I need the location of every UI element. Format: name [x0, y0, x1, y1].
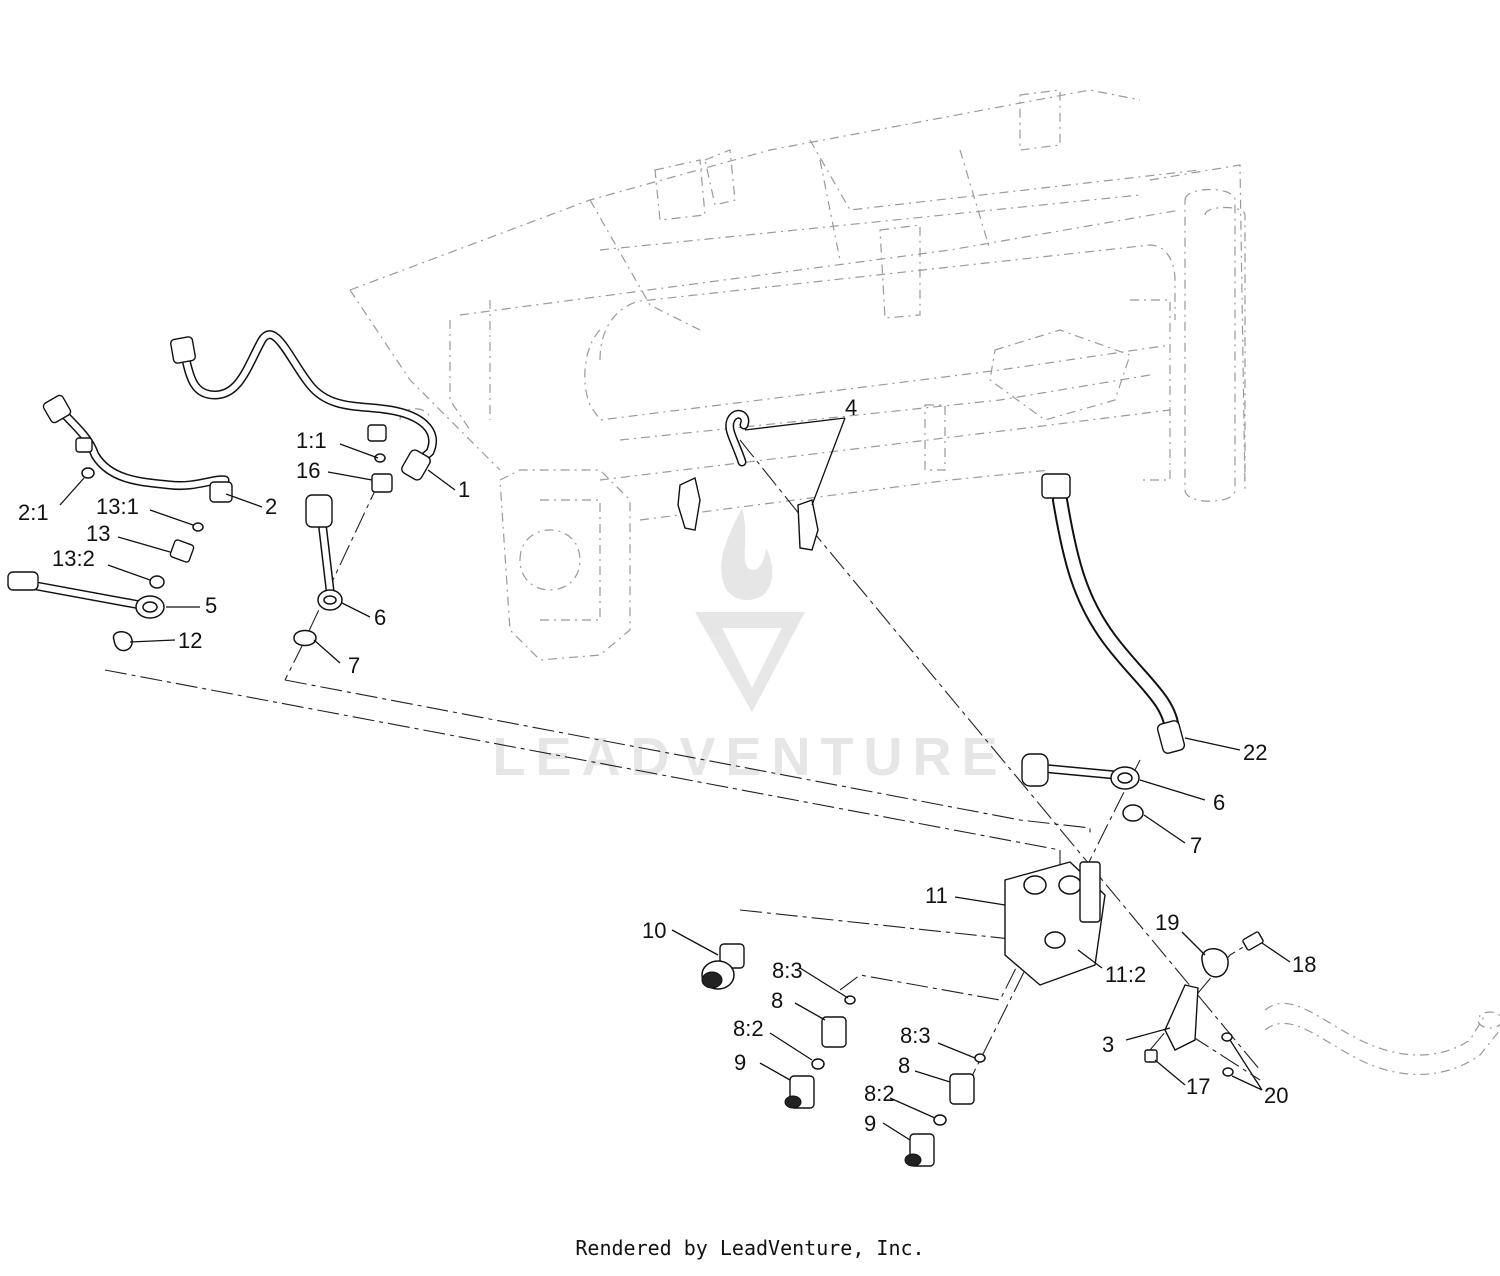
callout-1-1: 1:1	[296, 428, 327, 453]
callout-10: 10	[642, 918, 666, 943]
callout-11-2: 11:2	[1105, 962, 1146, 987]
callout-17: 17	[1186, 1074, 1210, 1099]
tractor-frame	[349, 89, 1246, 661]
callout-6-left: 6	[374, 605, 386, 630]
callout-8-2-right: 8:2	[864, 1081, 895, 1106]
clamps-4	[677, 409, 819, 551]
callout-4: 4	[845, 395, 857, 420]
callout-5: 5	[205, 593, 217, 618]
callout-11: 11	[925, 883, 948, 908]
watermark-text: LEADVENTURE	[492, 727, 1007, 787]
callout-6-right: 6	[1213, 790, 1225, 815]
fitting-10	[701, 943, 745, 990]
leadventure-logo-icon	[695, 508, 805, 712]
footer-credit: Rendered by LeadVenture, Inc.	[575, 1236, 925, 1260]
callout-8-3-left: 8:3	[772, 958, 803, 983]
tube-assembly-2	[42, 394, 233, 503]
callout-13-1: 13:1	[96, 494, 139, 519]
callout-8-3-right: 8:3	[900, 1023, 931, 1048]
callout-13-2: 13:2	[52, 546, 95, 571]
watermark: LEADVENTURE	[492, 508, 1007, 787]
callout-18: 18	[1292, 952, 1316, 977]
lower-right-tube	[1264, 1002, 1500, 1075]
callout-1: 1	[458, 477, 470, 502]
callout-2: 2	[265, 494, 277, 519]
callout-12: 12	[178, 628, 202, 653]
callout-7-left: 7	[348, 653, 360, 678]
callout-20: 20	[1264, 1083, 1288, 1108]
callout-8-2-left: 8:2	[733, 1016, 764, 1041]
hose-22	[1041, 473, 1186, 754]
callout-9-right: 9	[864, 1111, 876, 1136]
callout-9-left: 9	[734, 1050, 746, 1075]
small-parts-left	[7, 453, 393, 652]
manifold-plate-11	[1004, 861, 1106, 986]
small-parts-right	[1021, 753, 1144, 822]
callout-labels: 4 1:1 16 1 2:1 2 13:1 13 13:2 5 12 6 7 2…	[18, 395, 1316, 1136]
callout-13: 13	[86, 521, 110, 546]
callout-2-1: 2:1	[18, 500, 49, 525]
callout-19: 19	[1155, 910, 1179, 935]
bracket-3-group	[1144, 931, 1264, 1077]
callout-8-right: 8	[898, 1053, 910, 1078]
tube-assembly-1	[170, 330, 437, 481]
callout-16: 16	[296, 458, 320, 483]
fittings-8-9	[784, 995, 986, 1167]
callout-7-right: 7	[1190, 833, 1202, 858]
callout-3: 3	[1102, 1032, 1114, 1057]
callout-8-left: 8	[771, 988, 783, 1013]
callout-22: 22	[1243, 740, 1267, 765]
leader-lines	[59, 417, 1291, 1141]
